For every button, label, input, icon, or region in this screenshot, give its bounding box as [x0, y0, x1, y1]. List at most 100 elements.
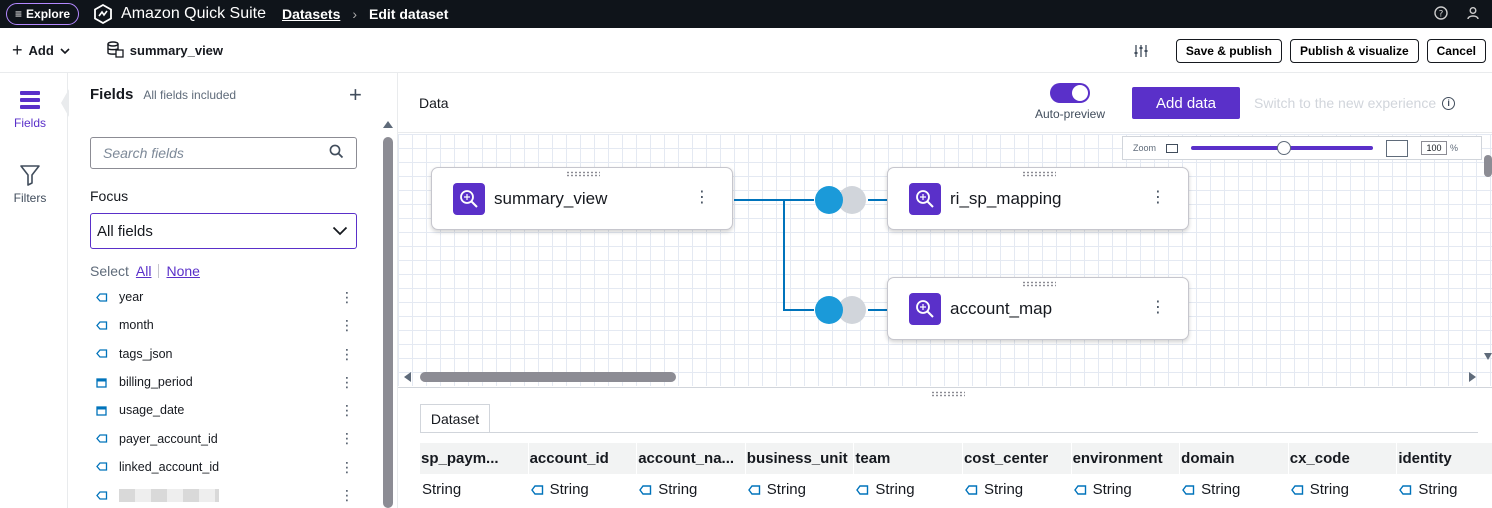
drag-handle[interactable] [566, 171, 600, 177]
join-canvas[interactable]: Zoom 100 % summar [398, 134, 1492, 386]
auto-preview-toggle[interactable]: Auto-preview [1030, 83, 1110, 121]
switch-experience-link[interactable]: Switch to the new experience [1254, 95, 1437, 111]
column-type[interactable]: String [746, 474, 854, 505]
save-publish-button[interactable]: Save & publish [1175, 39, 1282, 63]
zoom-in-icon[interactable] [1386, 139, 1409, 157]
column[interactable]: environment String [1071, 443, 1181, 505]
column[interactable]: domain String [1180, 443, 1289, 505]
canvas-horizontal-scrollbar[interactable] [398, 371, 1492, 385]
column-header[interactable]: identity [1397, 443, 1492, 474]
tab-dataset[interactable]: Dataset [420, 404, 490, 433]
dataset-node[interactable]: account_map ⋮ [887, 277, 1189, 340]
add-menu-button[interactable]: + Add [12, 40, 70, 61]
publish-visualize-button[interactable]: Publish & visualize [1289, 39, 1419, 63]
breadcrumb-datasets[interactable]: Datasets [281, 6, 341, 22]
scrollbar-thumb[interactable] [383, 137, 393, 508]
field-item[interactable]: tags_json ⋮ [90, 340, 360, 368]
column[interactable]: cx_code String [1288, 443, 1398, 505]
toggle-switch-icon[interactable] [1050, 83, 1090, 103]
column-header[interactable]: account_id [528, 443, 637, 474]
field-kebab-icon[interactable]: ⋮ [340, 458, 354, 475]
explore-button[interactable]: ≡ Explore [6, 3, 80, 25]
drag-handle[interactable] [1022, 281, 1056, 287]
column-type[interactable]: String [637, 474, 745, 505]
scroll-right-icon[interactable] [1469, 372, 1476, 382]
rail-fields-tab[interactable]: Fields [0, 88, 60, 130]
canvas-vertical-scrollbar[interactable] [1484, 133, 1492, 365]
column-type[interactable]: String [963, 474, 1071, 505]
field-item[interactable]: payer_account_id ⋮ [90, 424, 360, 452]
column-type[interactable]: String [1397, 474, 1492, 505]
user-icon[interactable] [1464, 4, 1482, 22]
column-header[interactable]: team [854, 443, 962, 474]
column[interactable]: sp_paym... String [420, 443, 529, 505]
column[interactable]: cost_center String [962, 443, 1072, 505]
zoom-value[interactable]: 100 [1421, 141, 1448, 155]
select-none-link[interactable]: None [166, 263, 200, 279]
column[interactable]: account_na... String [637, 443, 746, 505]
field-item[interactable]: usage_date ⋮ [90, 396, 360, 424]
zoom-slider-handle[interactable] [1277, 141, 1292, 155]
column-type[interactable]: String [1072, 474, 1180, 505]
scrollbar-thumb[interactable] [1484, 155, 1492, 177]
field-kebab-icon[interactable]: ⋮ [340, 373, 354, 390]
field-kebab-icon[interactable]: ⋮ [340, 487, 354, 504]
column-type[interactable]: String [1289, 474, 1397, 505]
field-kebab-icon[interactable]: ⋮ [340, 402, 354, 419]
column-type[interactable]: String [1180, 474, 1288, 505]
date-icon [96, 377, 110, 388]
dataset-node[interactable]: summary_view ⋮ [431, 167, 733, 230]
select-all-link[interactable]: All [135, 263, 152, 279]
column-type[interactable]: String [420, 474, 528, 505]
field-item[interactable]: year ⋮ [90, 283, 360, 311]
column[interactable]: account_id String [528, 443, 638, 505]
column-type[interactable]: String [529, 474, 637, 505]
dataset-node[interactable]: ri_sp_mapping ⋮ [887, 167, 1189, 230]
column[interactable]: identity String [1397, 443, 1492, 505]
focus-select[interactable]: All fields [90, 213, 357, 249]
join-icon[interactable] [815, 186, 866, 214]
field-kebab-icon[interactable]: ⋮ [340, 317, 354, 334]
drag-handle[interactable] [1022, 171, 1056, 177]
field-item[interactable]: month ⋮ [90, 311, 360, 339]
zoom-out-icon[interactable] [1166, 143, 1179, 153]
column-header[interactable]: sp_paym... [420, 443, 528, 474]
rail-filters-tab[interactable]: Filters [0, 163, 60, 205]
fields-scrollbar[interactable] [382, 121, 394, 508]
node-kebab-icon[interactable]: ⋮ [694, 189, 710, 206]
column-header[interactable]: domain [1180, 443, 1288, 474]
zoom-slider[interactable] [1191, 141, 1374, 155]
search-fields-input[interactable] [103, 145, 303, 161]
add-field-plus-icon[interactable]: + [349, 82, 362, 107]
node-kebab-icon[interactable]: ⋮ [1150, 299, 1166, 316]
resize-handle[interactable] [931, 391, 965, 397]
column-header[interactable]: cost_center [962, 443, 1071, 474]
column-header[interactable]: cx_code [1288, 443, 1397, 474]
column-header[interactable]: account_na... [637, 443, 745, 474]
field-kebab-icon[interactable]: ⋮ [340, 430, 354, 447]
help-icon[interactable]: ? [1432, 4, 1450, 22]
join-icon[interactable] [815, 296, 866, 324]
column[interactable]: business_unit String [745, 443, 855, 505]
dataset-name[interactable]: summary_view [106, 40, 223, 61]
field-item[interactable]: linked_account_id ⋮ [90, 453, 360, 481]
column-type[interactable]: String [854, 474, 962, 505]
field-item[interactable]: ⋮ [90, 481, 360, 508]
column[interactable]: team String [854, 443, 963, 505]
brand[interactable]: Amazon Quick Suite [93, 4, 266, 24]
scroll-down-icon[interactable] [1484, 353, 1492, 360]
scrollbar-thumb[interactable] [420, 372, 676, 382]
column-header[interactable]: business_unit [745, 443, 854, 474]
field-kebab-icon[interactable]: ⋮ [340, 289, 354, 305]
info-icon[interactable]: i [1442, 96, 1456, 110]
field-item[interactable]: billing_period ⋮ [90, 368, 360, 396]
settings-sliders-icon[interactable] [1132, 42, 1150, 60]
field-kebab-icon[interactable]: ⋮ [340, 345, 354, 362]
scroll-left-icon[interactable] [404, 372, 411, 382]
add-data-button[interactable]: Add data [1132, 87, 1240, 119]
node-kebab-icon[interactable]: ⋮ [1150, 189, 1166, 206]
scroll-up-icon[interactable] [383, 121, 393, 128]
column-header[interactable]: environment [1071, 443, 1180, 474]
search-icon[interactable] [329, 144, 344, 162]
cancel-button[interactable]: Cancel [1426, 39, 1486, 63]
